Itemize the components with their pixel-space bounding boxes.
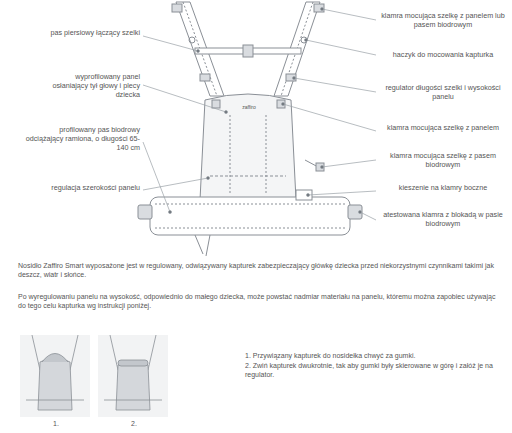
brand-logo: zaffiro [233, 104, 265, 110]
part-label: klamra mocująca szelkę z pasem biodrowym [379, 151, 507, 169]
leader-line [143, 142, 170, 212]
part-label: kieszenie na klamry boczne [379, 183, 507, 192]
strap-buckle [314, 4, 324, 12]
instruction-step: 1. Przywiązany kapturek do nosidełka chw… [245, 352, 505, 361]
buckle-pocket [296, 190, 312, 200]
leader-dot [207, 177, 210, 180]
strap-regulator [200, 74, 210, 81]
strap-regulator [286, 74, 296, 81]
figure-number: 2. [126, 420, 142, 429]
description-paragraph: Po wyregulowaniu panelu na wysokość, odp… [18, 293, 498, 311]
waist-buckle [348, 205, 362, 219]
leader-line [322, 9, 376, 20]
leader-dot [225, 111, 228, 114]
hood [42, 354, 68, 363]
picture-background [20, 335, 90, 417]
part-label: regulator długości szelki i wysokości pa… [379, 83, 507, 101]
leader-line [143, 85, 226, 112]
leader-dot [321, 8, 324, 11]
leader-line [360, 212, 376, 220]
panel-buckle [212, 100, 220, 108]
side-buckle [316, 163, 324, 171]
leader-lines [143, 8, 376, 221]
leader-dot [169, 211, 172, 214]
part-label: pas piersiowy łączący szelki [50, 28, 140, 37]
leader-line [322, 160, 376, 167]
carrier-panel [38, 358, 72, 410]
belt-stitch [155, 204, 345, 205]
leader-line [294, 78, 376, 92]
panel-buckle [277, 100, 285, 108]
part-label: wyprofilowany panel osłaniający tył głow… [40, 72, 140, 99]
carrier-drawing [138, 2, 362, 256]
panel-seam [266, 115, 267, 195]
leader-dot [359, 211, 362, 214]
leader-dot [305, 39, 308, 42]
leader-line [306, 40, 376, 55]
waist-belt [104, 400, 162, 401]
part-label: profilowany pas biodrowy odciążający ram… [22, 125, 140, 152]
leader-dot [307, 194, 310, 197]
leader-dot [321, 166, 324, 169]
carrier-panel [116, 362, 150, 411]
waist-belt [150, 197, 350, 235]
instruction-step: 2. Zwiń kapturek dwukrotnie, tak aby gum… [245, 362, 505, 380]
picture-background [98, 335, 168, 417]
panel-width-adjuster [210, 176, 286, 177]
leader-line [143, 36, 198, 51]
belt-stitch [155, 228, 345, 229]
leader-line [143, 178, 208, 190]
leader-line [308, 191, 376, 195]
hood-hook [189, 37, 195, 43]
part-label: klamra mocująca szelkę z panelem [379, 123, 507, 132]
rolled-hood [118, 360, 148, 366]
belt-tail [195, 235, 203, 254]
part-label: klamra mocująca szelkę z panelem lub pas… [379, 11, 507, 29]
shoulder-strap [110, 335, 156, 370]
belt-tail [206, 235, 210, 256]
leader-line [283, 104, 376, 131]
instruction-picture [20, 335, 168, 417]
leader-dot [282, 103, 285, 106]
description-paragraph: Nosidło Zaffiro Smart wyposażone jest w … [18, 262, 498, 280]
chest-buckle [243, 45, 253, 57]
part-label: regulacja szerokości panelu [40, 183, 140, 192]
hood-hook [301, 37, 307, 43]
panel-seam [230, 115, 231, 195]
strap-buckle [172, 4, 182, 12]
waist-buckle [138, 205, 152, 219]
figure-number: 1. [48, 420, 64, 429]
waist-belt [26, 400, 84, 401]
leader-dot [197, 50, 200, 53]
leader-dot [293, 77, 296, 80]
carrier-panel [200, 94, 296, 200]
part-label: haczyk do mocowania kapturka [379, 50, 507, 59]
part-label: atestowana klamra z blokadą w pasie biod… [379, 210, 507, 228]
